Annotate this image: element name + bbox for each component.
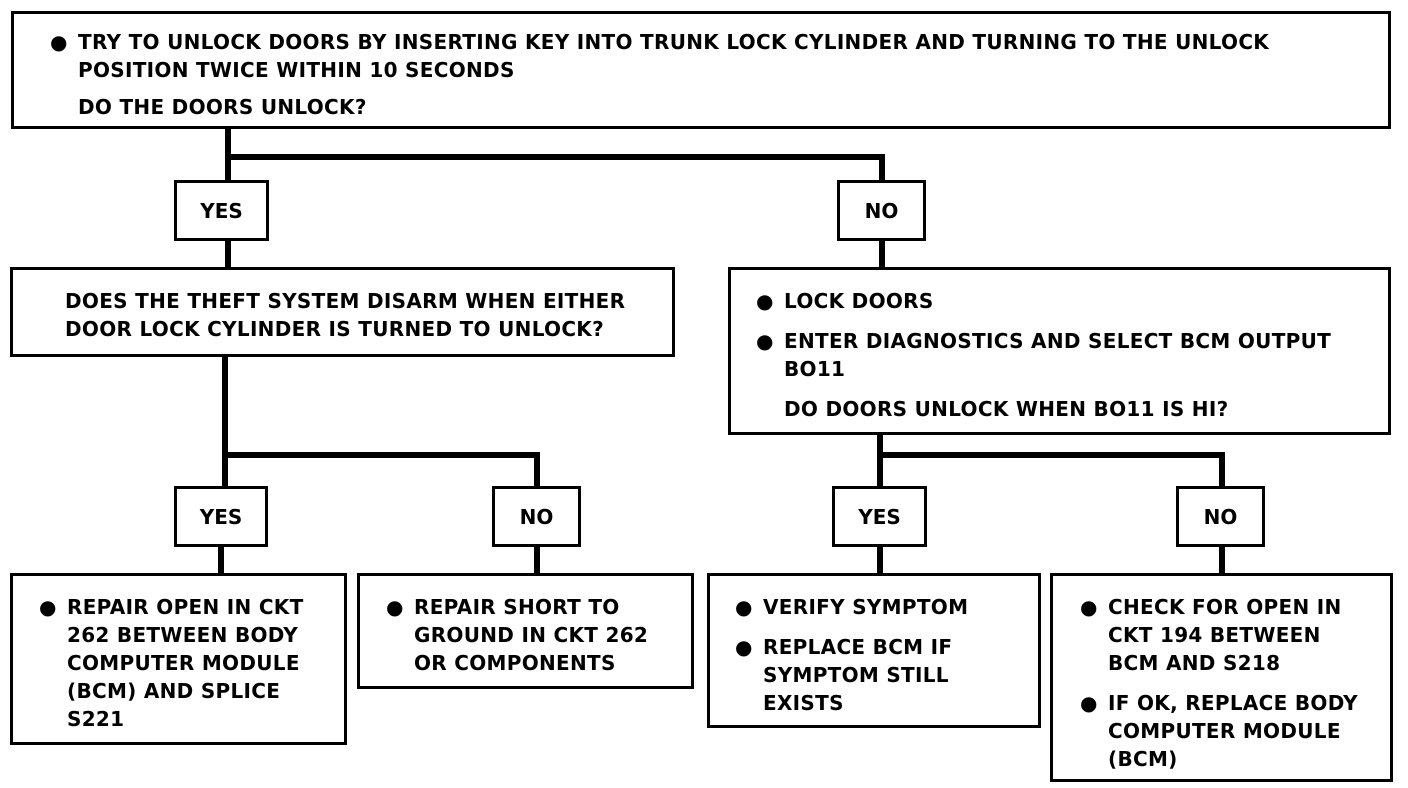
verify-box: ● VERIFY SYMPTOM ● REPLACE BCM IF SYMPTO… [707, 573, 1041, 728]
repair-open-box: ● REPAIR OPEN IN CKT 262 BETWEEN BODY CO… [10, 573, 347, 745]
replace-bcm-step: ● REPLACE BCM IF SYMPTOM STILL EXISTS [735, 635, 953, 715]
connector-top-no [228, 154, 885, 183]
bcm-step-diagnostics: ● ENTER DIAGNOSTICS AND SELECT BCM OUTPU… [756, 329, 1332, 381]
label-no-doors-unlock: NO [837, 180, 926, 241]
bullet-icon: ● [39, 595, 57, 619]
theft-check-question: DOES THE THEFT SYSTEM DISARM WHEN EITHER… [65, 289, 626, 341]
bullet-icon: ● [756, 289, 774, 313]
start-step-text: TRY TO UNLOCK DOORS BY INSERTING KEY INT… [78, 30, 1270, 82]
bullet-icon: ● [735, 595, 753, 619]
check-open-step: ● CHECK FOR OPEN IN CKT 194 BETWEEN BCM … [1080, 595, 1342, 675]
bcm-step-lock: ● LOCK DOORS [756, 289, 934, 313]
connector-bcm-no [880, 452, 1225, 488]
start-step-box: ● TRY TO UNLOCK DOORS BY INSERTING KEY I… [11, 11, 1391, 129]
theft-check-box: DOES THE THEFT SYSTEM DISARM WHEN EITHER… [10, 267, 675, 357]
bullet-icon: ● [50, 30, 68, 54]
label-yes-bo11: YES [832, 486, 927, 547]
bcm-check-box: ● LOCK DOORS ● ENTER DIAGNOSTICS AND SEL… [728, 267, 1391, 435]
connector-theft-no [225, 452, 540, 488]
verify-step: ● VERIFY SYMPTOM [735, 595, 969, 619]
bullet-icon: ● [735, 635, 753, 659]
if-ok-step: ● IF OK, REPLACE BODY COMPUTER MODULE (B… [1080, 691, 1358, 771]
start-step-bullet: ● TRY TO UNLOCK DOORS BY INSERTING KEY I… [50, 28, 1368, 84]
bullet-icon: ● [1080, 691, 1098, 715]
label-yes-doors-unlock: YES [174, 180, 269, 241]
bullet-icon: ● [756, 329, 774, 353]
check-open-box: ● CHECK FOR OPEN IN CKT 194 BETWEEN BCM … [1050, 573, 1393, 782]
label-no-bo11: NO [1176, 486, 1265, 547]
start-question: DO THE DOORS UNLOCK? [78, 95, 367, 119]
bullet-icon: ● [386, 595, 404, 619]
repair-open-step: ● REPAIR OPEN IN CKT 262 BETWEEN BODY CO… [39, 595, 304, 731]
bcm-question: DO DOORS UNLOCK WHEN BO11 IS HI? [784, 397, 1229, 421]
label-yes-theft-disarm: YES [174, 486, 268, 547]
repair-short-step: ● REPAIR SHORT TO GROUND IN CKT 262 OR C… [386, 595, 649, 675]
repair-short-box: ● REPAIR SHORT TO GROUND IN CKT 262 OR C… [357, 573, 694, 689]
label-no-theft-disarm: NO [492, 486, 581, 547]
bullet-icon: ● [1080, 595, 1098, 619]
